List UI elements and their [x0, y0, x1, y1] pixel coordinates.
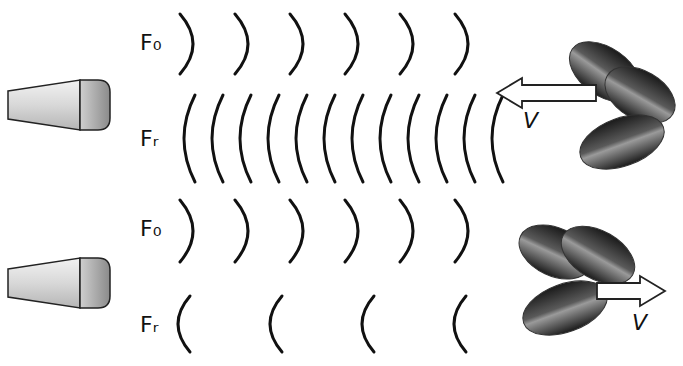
- velocity-arrow: [597, 276, 665, 306]
- frequency-label: F₀: [140, 218, 161, 240]
- wave-front: [324, 95, 335, 182]
- wave-front: [345, 200, 358, 262]
- wave-front: [296, 95, 307, 182]
- wave-front: [455, 14, 468, 74]
- wave-front: [240, 95, 251, 182]
- wave-front: [400, 14, 413, 74]
- frequency-label: Fᵣ: [140, 314, 158, 336]
- wave-front: [492, 95, 503, 182]
- wave-front: [436, 95, 447, 182]
- wave-front: [345, 14, 358, 74]
- wave-front: [180, 200, 193, 262]
- blood-cells: [510, 214, 644, 345]
- wave-front: [464, 95, 475, 182]
- transducer: [8, 258, 110, 308]
- velocity-arrow: [497, 78, 596, 108]
- transducer: [8, 80, 110, 130]
- wave-front: [400, 200, 413, 262]
- wave-front: [180, 14, 193, 74]
- velocity-label: V: [632, 312, 647, 334]
- wave-front: [362, 296, 374, 352]
- wave-front: [454, 296, 466, 352]
- wave-front: [290, 14, 303, 74]
- wave-front: [184, 95, 195, 182]
- blood-cells: [558, 29, 683, 179]
- wave-front: [270, 296, 282, 352]
- wave-front: [235, 14, 248, 74]
- wave-front: [235, 200, 248, 262]
- wave-front: [408, 95, 419, 182]
- wave-front: [268, 95, 279, 182]
- wave-front: [212, 95, 223, 182]
- wave-front: [352, 95, 363, 182]
- velocity-label: V: [523, 110, 538, 132]
- wave-front: [455, 200, 468, 262]
- frequency-label: F₀: [140, 32, 161, 54]
- wave-front: [290, 200, 303, 262]
- frequency-label: Fᵣ: [140, 128, 158, 150]
- wave-front: [178, 296, 190, 352]
- wave-front: [380, 95, 391, 182]
